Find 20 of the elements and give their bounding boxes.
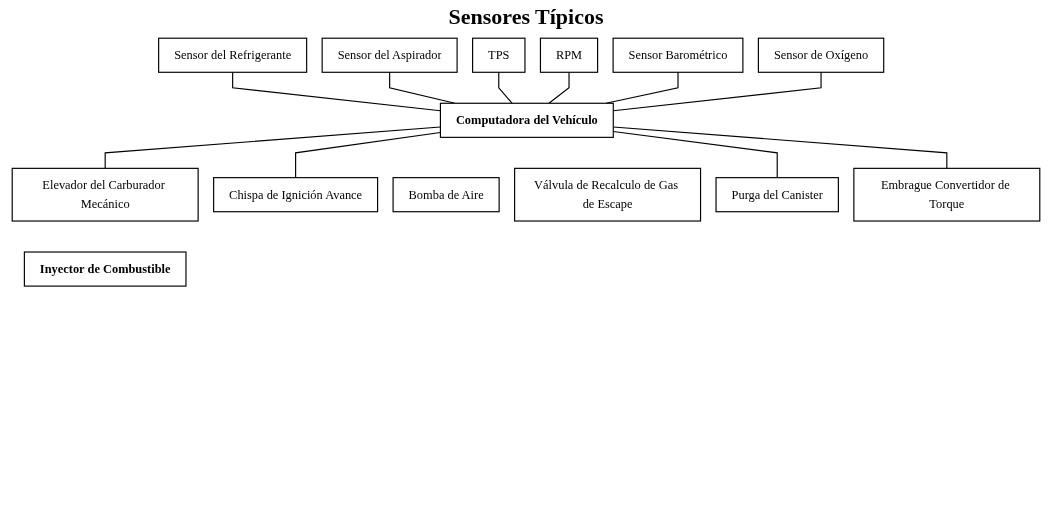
node-box: Inyector de Combustible (23, 251, 187, 287)
connector (295, 131, 441, 179)
connector (548, 71, 570, 104)
node-box: Embrague Convertidor de Torque (853, 167, 1041, 222)
connector (498, 71, 513, 104)
node-box: TPS (472, 37, 526, 73)
diagram-title: Sensores Típicos (447, 4, 605, 30)
node-box: Bomba de Aire (392, 177, 500, 213)
node-box: Sensor del Refrigerante (158, 37, 308, 73)
node-box: Sensor Barométrico (612, 37, 744, 73)
node-box: Chispa de Ignición Avance (213, 177, 379, 213)
node-box: Purga del Canister (715, 177, 839, 213)
node-box: Elevador del Carburador Mecánico (11, 167, 199, 222)
node-box: Sensor del Aspirador (321, 37, 458, 73)
node-box: Válvula de Recalculo de Gas de Escape (514, 167, 702, 222)
node-box: Computadora del Vehículo (439, 102, 614, 138)
node-box: RPM (539, 37, 599, 73)
node-box: Sensor de Oxígeno (757, 37, 885, 73)
connector (232, 71, 441, 112)
connector (104, 126, 441, 169)
